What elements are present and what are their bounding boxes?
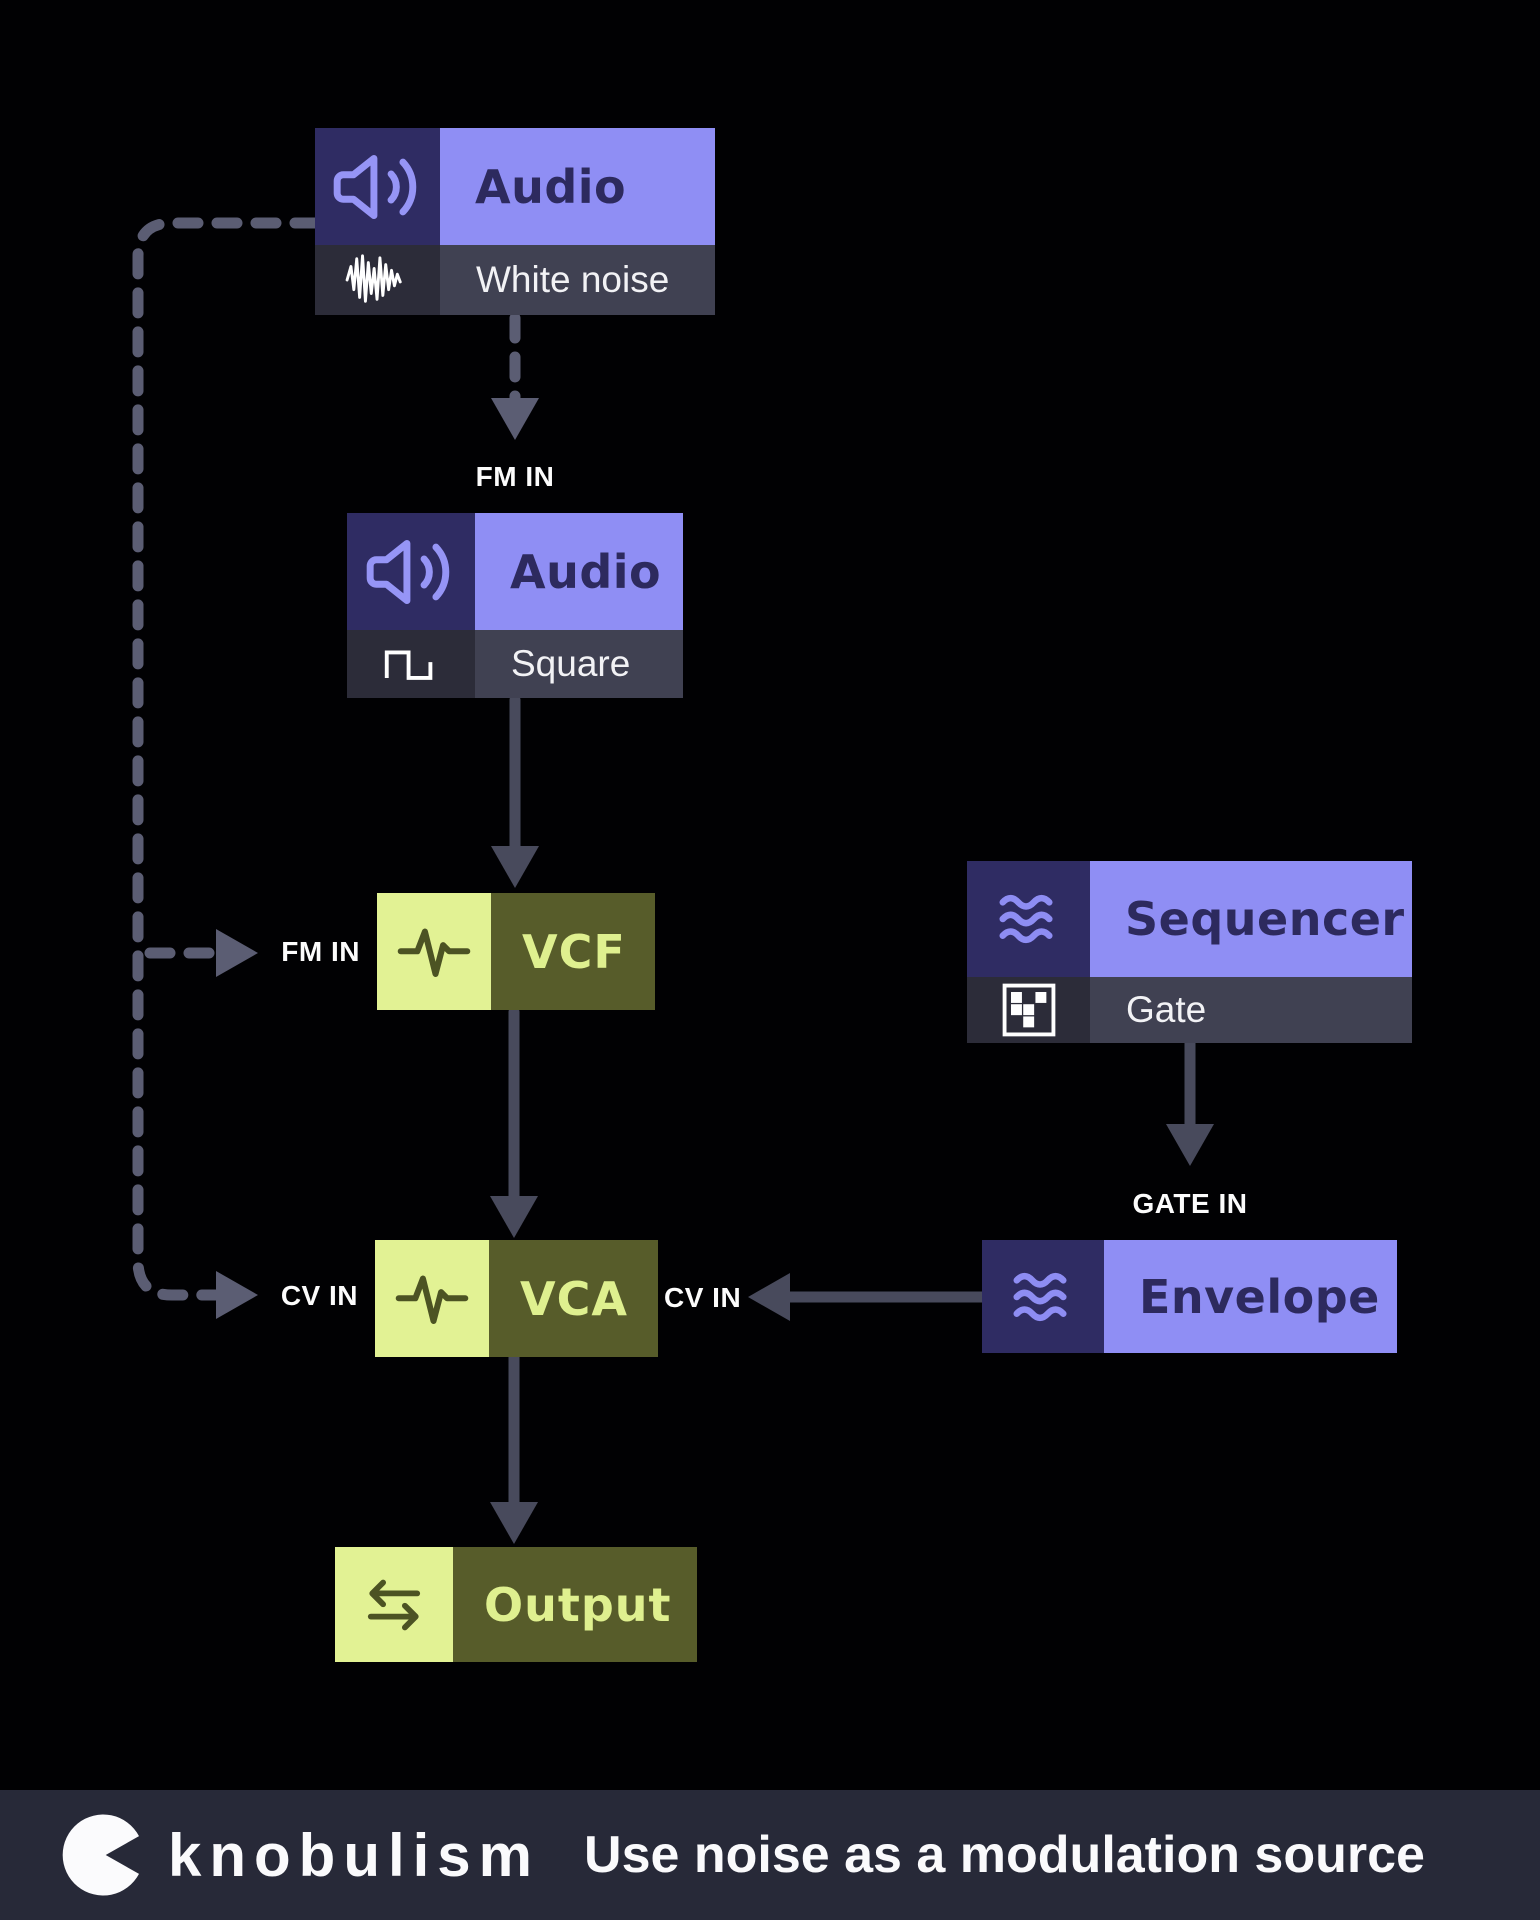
wire-vcf-to-vca — [490, 1006, 538, 1238]
label-gate-in: GATE IN — [1132, 1188, 1248, 1219]
node-output: Output — [335, 1547, 697, 1662]
wire-vca-to-output — [490, 1351, 538, 1544]
wire-square-to-vcf — [491, 694, 539, 888]
footer-tagline: Use noise as a modulation source — [584, 1826, 1425, 1884]
speaker-icon — [315, 128, 440, 245]
arrowhead-down-icon — [490, 1196, 538, 1238]
wire-noise-left-rail — [132, 217, 321, 1319]
node-subtitle: Gate — [1090, 977, 1412, 1043]
node-title: Audio — [475, 513, 683, 630]
arrowhead-down-icon — [491, 398, 539, 440]
arrowhead-down-icon — [490, 1502, 538, 1544]
arrowhead-right-icon — [216, 929, 258, 977]
node-subtitle: Square — [475, 630, 683, 698]
node-vca: VCA — [375, 1240, 658, 1357]
arrowhead-left-icon — [748, 1273, 790, 1321]
wire-sequencer-to-envelope — [1166, 1037, 1214, 1166]
brand-name: knobulism — [168, 1821, 541, 1889]
transfer-icon — [335, 1547, 453, 1662]
arrowhead-right-icon — [216, 1271, 258, 1319]
square-wave-icon — [347, 630, 475, 698]
node-title: Envelope — [1104, 1240, 1397, 1353]
node-vcf: VCF — [377, 893, 655, 1010]
wire-envelope-to-vca — [748, 1273, 988, 1321]
label-fm-in-square: FM IN — [475, 461, 555, 492]
waves-icon — [982, 1240, 1104, 1353]
speaker-icon — [347, 513, 475, 630]
wire-noise-to-square — [491, 312, 539, 440]
step-grid-icon — [967, 977, 1090, 1043]
arrowhead-down-icon — [1166, 1124, 1214, 1166]
label-fm-in-vcf: FM IN — [281, 936, 360, 967]
noise-wave-icon — [315, 245, 440, 315]
footer-bar: knobulism Use noise as a modulation sour… — [0, 1790, 1540, 1920]
pulse-icon — [377, 893, 491, 1010]
node-audio-square: Audio Square — [347, 513, 683, 698]
pulse-icon — [375, 1240, 489, 1357]
node-title: Sequencer — [1090, 861, 1412, 977]
node-audio-white-noise: Audio White noise — [315, 128, 715, 315]
node-title: VCA — [489, 1240, 658, 1357]
node-envelope: Envelope — [982, 1240, 1397, 1353]
node-title: Output — [453, 1547, 697, 1662]
node-title: Audio — [440, 128, 715, 245]
knobulism-logo-icon — [58, 1810, 148, 1900]
node-title: VCF — [491, 893, 655, 1010]
node-subtitle: White noise — [440, 245, 715, 315]
node-sequencer: Sequencer Gate — [967, 861, 1412, 1043]
waves-icon — [967, 861, 1090, 977]
label-cv-in-vca-right: CV IN — [664, 1282, 742, 1313]
arrowhead-down-icon — [491, 846, 539, 888]
label-cv-in-vca-left: CV IN — [280, 1280, 358, 1311]
